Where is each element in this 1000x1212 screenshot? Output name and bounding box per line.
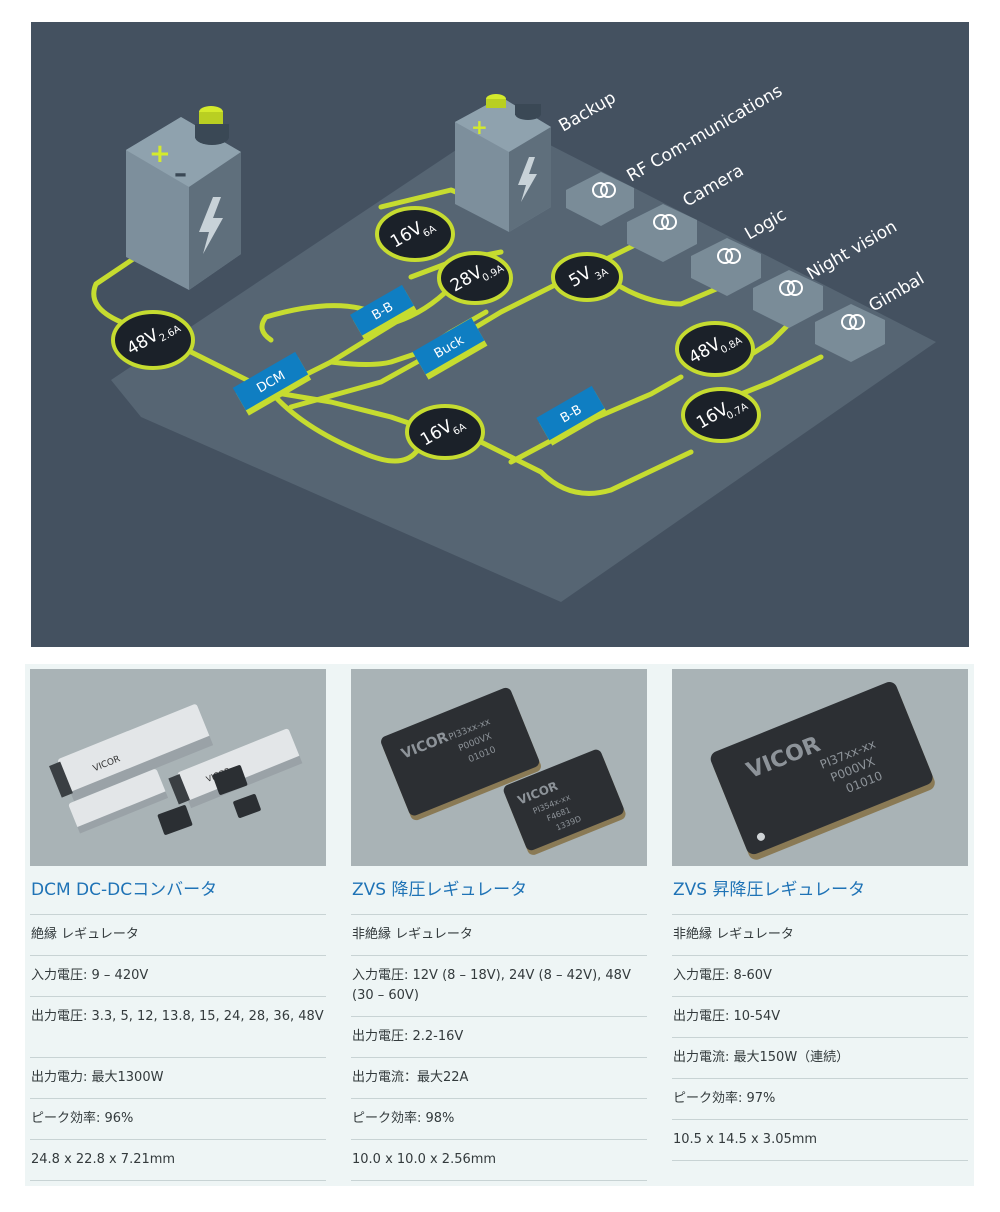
module-bb-upper: B-B <box>350 284 417 341</box>
backup-battery-icon: + <box>455 94 551 232</box>
spec-row: 入力電圧: 9 – 420V <box>30 955 326 996</box>
product-photo-zvs-buck: VICOR PI33xx-xx P000VX 01010 VICOR PI354… <box>351 669 647 866</box>
product-title[interactable]: ZVS 降圧レギュレータ <box>352 880 528 900</box>
logic-load-box <box>691 238 761 296</box>
gimbal-load-box <box>815 304 885 362</box>
product-cards: VICOR VICOR DCM DC-DCコンバータ 絶縁 レギュレータ 入力 <box>25 664 974 1186</box>
product-title[interactable]: DCM DC-DCコンバータ <box>31 880 218 900</box>
spec-row: 出力電流：最大22A <box>351 1057 647 1098</box>
main-battery-icon: + – <box>126 106 241 290</box>
spec-row: ピーク効率: 98% <box>351 1098 647 1139</box>
spec-row: 出力電力: 最大1300W <box>30 1057 326 1098</box>
spec-row: 出力電圧: 2.2-16V <box>351 1016 647 1057</box>
svg-text:+: + <box>471 115 488 139</box>
spec-row: ピーク効率: 97% <box>672 1078 968 1119</box>
module-dcm: DCM <box>232 351 312 416</box>
spec-row: 入力電圧: 12V (8 – 18V), 24V (8 – 42V), 48V … <box>351 955 647 1016</box>
night-vision-load-box <box>753 270 823 328</box>
spec-row: 10.5 x 14.5 x 3.05mm <box>672 1119 968 1161</box>
module-buck: Buck <box>412 317 488 380</box>
product-photo-dcm: VICOR VICOR <box>30 669 326 866</box>
module-bb-lower: B-B <box>536 385 608 446</box>
rf-load-box <box>566 172 634 226</box>
spec-row: 非絶縁 レギュレータ <box>672 914 968 955</box>
spec-row: 出力電圧: 10-54V <box>672 996 968 1037</box>
svg-text:–: – <box>174 159 187 189</box>
spec-row: 10.0 x 10.0 x 2.56mm <box>351 1139 647 1181</box>
spec-row: 24.8 x 22.8 x 7.21mm <box>30 1139 326 1181</box>
power-architecture-diagram: + – + Backup RF Com-munications Camera L… <box>31 22 969 647</box>
spec-row: 入力電圧: 8-60V <box>672 955 968 996</box>
product-card-zvs-buck-boost: VICOR PI37xx-xx P000VX 01010 ZVS 昇降圧レギュレ… <box>672 669 968 1161</box>
load-boxes <box>566 172 885 362</box>
product-title[interactable]: ZVS 昇降圧レギュレータ <box>673 880 866 900</box>
spec-row: 非絶縁 レギュレータ <box>351 914 647 955</box>
spec-row: 出力電圧: 3.3, 5, 12, 13.8, 15, 24, 28, 36, … <box>30 996 326 1057</box>
camera-load-box <box>627 204 697 262</box>
product-card-dcm: VICOR VICOR DCM DC-DCコンバータ 絶縁 レギュレータ 入力 <box>30 669 326 1181</box>
svg-text:+: + <box>149 139 171 169</box>
product-photo-zvs-buck-boost: VICOR PI37xx-xx P000VX 01010 <box>672 669 968 866</box>
product-card-zvs-buck: VICOR PI33xx-xx P000VX 01010 VICOR PI354… <box>351 669 647 1181</box>
spec-row: 出力電流: 最大150W（連続） <box>672 1037 968 1078</box>
spec-row: 絶縁 レギュレータ <box>30 914 326 955</box>
spec-row: ピーク効率: 96% <box>30 1098 326 1139</box>
